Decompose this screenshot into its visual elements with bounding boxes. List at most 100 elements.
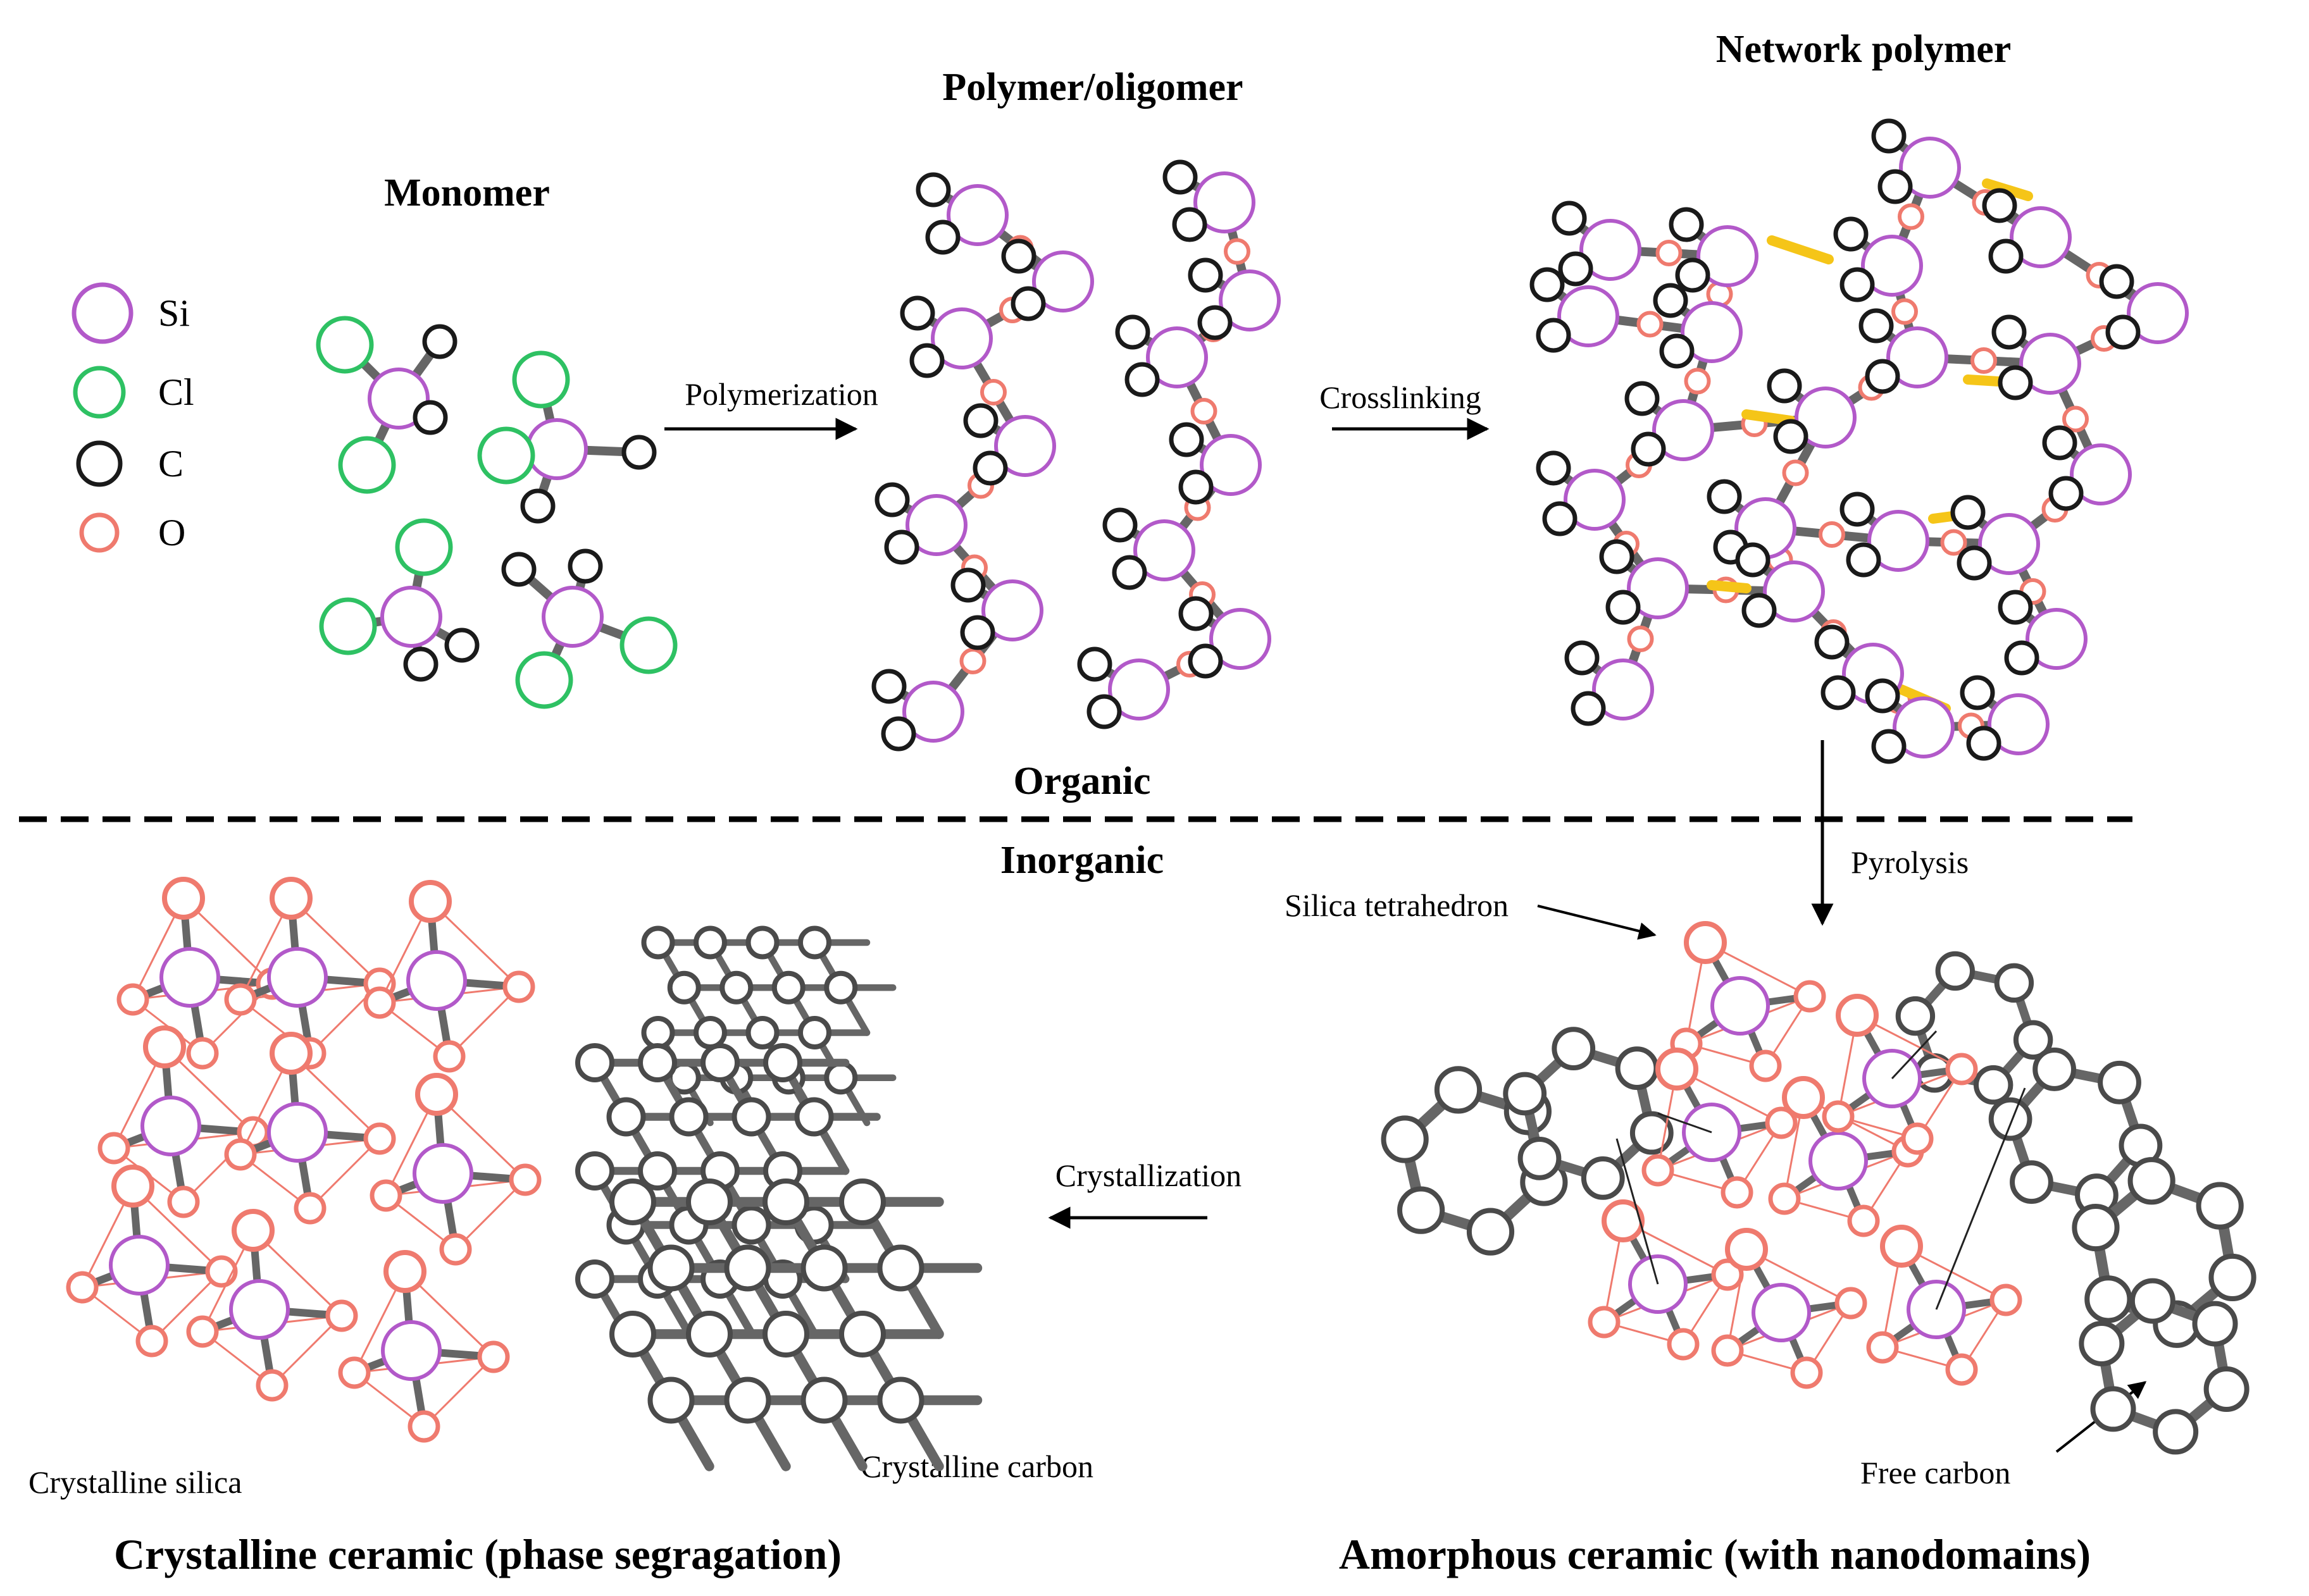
atom-c [1659,333,1695,369]
atom-cg [1434,1066,1483,1114]
atom-cl [316,316,374,374]
atom-c [881,716,916,752]
polymerization-arrow: Polymerization [664,376,878,440]
atom-ob [270,1032,313,1075]
atom-c [1631,431,1666,467]
atom-c [874,482,910,517]
monomer-title: Monomer [384,171,550,214]
atom-ob [270,877,313,920]
atom-cg [771,970,806,1005]
atom-si [267,947,328,1008]
atom-si [1108,659,1170,721]
atom-cg [1581,1156,1625,1200]
atom-ob [143,1025,186,1068]
atom-c [1124,362,1160,397]
atom-cg [731,1205,771,1245]
atom-ob [383,1250,426,1293]
atom-cg [2010,1160,2053,1204]
amorphous-ceramic-structure [1381,921,2256,1455]
tetrahedron-edge [309,1137,381,1209]
atom-os [1667,1328,1700,1361]
atom-o [1224,238,1250,265]
atom-os [1793,980,1826,1013]
atom-o [1898,203,1924,230]
atom-c [1605,590,1641,625]
atom-os [135,1325,168,1358]
atom-cg [686,1311,733,1358]
atom-os [256,1369,289,1402]
atom-cg [2208,1253,2256,1302]
atom-c [1172,207,1207,242]
atom-c [2004,640,2039,676]
polymer-chains [871,159,1281,752]
atom-si [1200,434,1262,496]
atom-cl [515,651,573,709]
atom-c [1178,596,1214,631]
atom-os [205,1255,238,1288]
atom-os [1945,1353,1978,1386]
pyrolysis-arrow: Pyrolysis [1811,740,1969,926]
atom-si [1893,696,1955,758]
atom-os [1834,1287,1867,1320]
atom-cg [724,1244,771,1292]
atom-os [1588,1306,1621,1339]
atom-cg [1503,1072,1547,1116]
atom-si [2070,443,2132,505]
atom-ob [415,1073,458,1116]
atom-si [1592,659,1654,721]
atom-os [1765,1106,1798,1139]
atom-o [1627,626,1654,652]
atom-c [1707,479,1742,514]
atom-cg [1629,1111,1674,1155]
atom-si [994,415,1056,477]
atom-cg [745,1016,780,1049]
atom-c [1839,267,1875,302]
atom-cg [700,1043,740,1082]
atom-c [900,295,935,331]
tetrahedron-edge [151,1270,223,1342]
atom-os [363,1122,396,1155]
atom-os [477,1340,510,1373]
tetrahedron-edge [1615,1138,1659,1285]
atom-cg [2032,1048,2077,1091]
atom-os [509,1163,542,1196]
monomer-molecules [316,316,678,709]
atom-si [413,1143,473,1204]
atom-c [444,628,480,663]
atom-c [1858,308,1894,343]
atom-cl [338,436,396,494]
atom-os [167,1185,200,1218]
atom-c [1197,305,1233,340]
atom-c [1102,507,1138,543]
crystallization-arrow: Crystallization [1048,1158,1242,1229]
atom-cg [1552,1027,1596,1071]
atom-c [1564,640,1600,676]
atom-c [1675,257,1710,293]
atom-cg [763,1043,802,1082]
atom-cg [606,1097,646,1137]
atom-cg [1994,963,2034,1003]
atom-c [1162,159,1198,195]
atom-os [97,1132,130,1165]
atom-o [1891,298,1918,325]
atom-os [186,1315,219,1348]
atom-cg [877,1376,924,1424]
amorphous-ceramic-title: Amorphous ceramic (with nanodomains) [1339,1530,2091,1578]
atom-cg [1466,1208,1515,1256]
atom-o [1190,398,1217,424]
atom-c [1624,381,1660,416]
atom-si [267,1102,328,1163]
atom-si [2127,282,2189,344]
atom-cg [839,1178,886,1225]
atom-c [1839,492,1875,527]
atom-ob [1836,994,1879,1037]
atom-cg [2192,1301,2238,1347]
atom-cg [2196,1182,2244,1230]
atom-cg [2203,1366,2250,1413]
atom-cg [2127,1157,2175,1205]
atom-cl [619,616,678,674]
atom-ob [111,1165,154,1208]
crystalline-ceramic-title: Crystalline ceramic (phase segragation) [114,1530,842,1578]
atom-o [1636,311,1664,338]
